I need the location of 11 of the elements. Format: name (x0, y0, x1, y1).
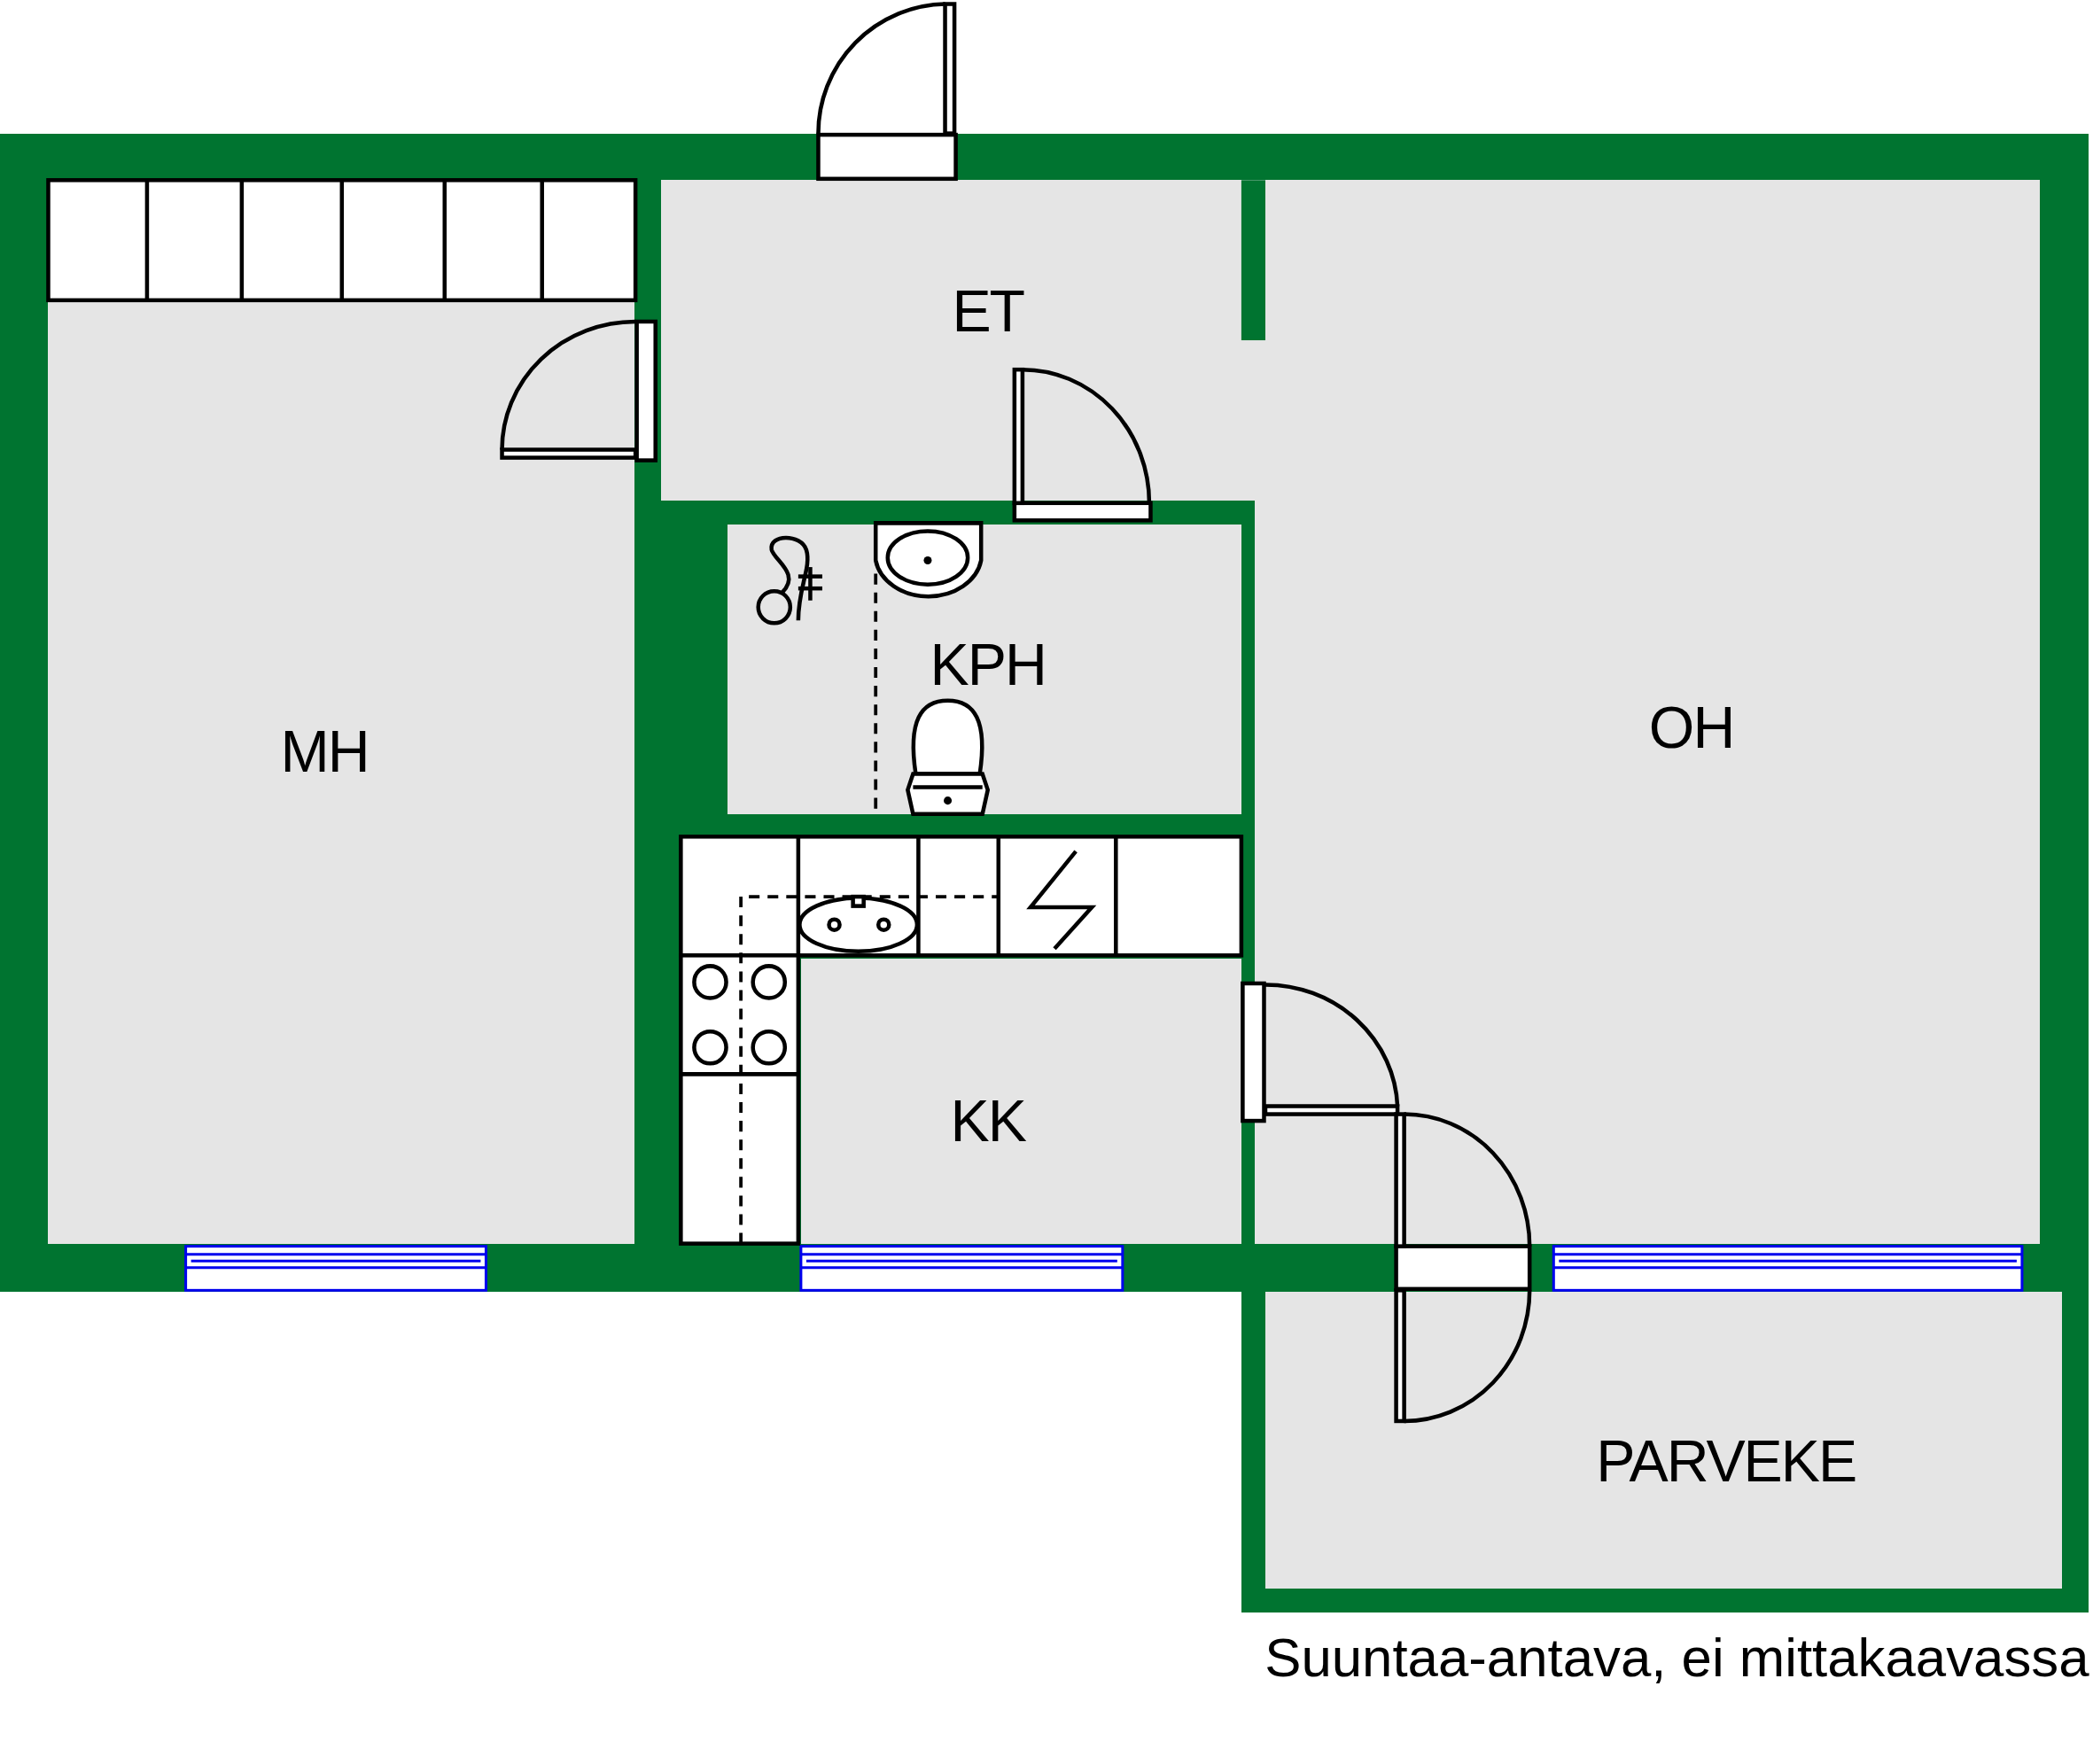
room-label: PARVEKE (1596, 1427, 1856, 1496)
room-area (1255, 180, 2040, 1244)
caption: Suuntaa-antava, ei mittakaavassa (1264, 1625, 2089, 1689)
room-area (48, 301, 634, 1244)
room-label: OH (1648, 693, 1734, 761)
room-label: ET (952, 277, 1024, 345)
room-label: MH (280, 718, 369, 786)
room-label: KPH (930, 631, 1046, 699)
room-area (660, 180, 1255, 501)
room-label: KK (950, 1087, 1025, 1155)
room-area (800, 958, 1241, 1244)
